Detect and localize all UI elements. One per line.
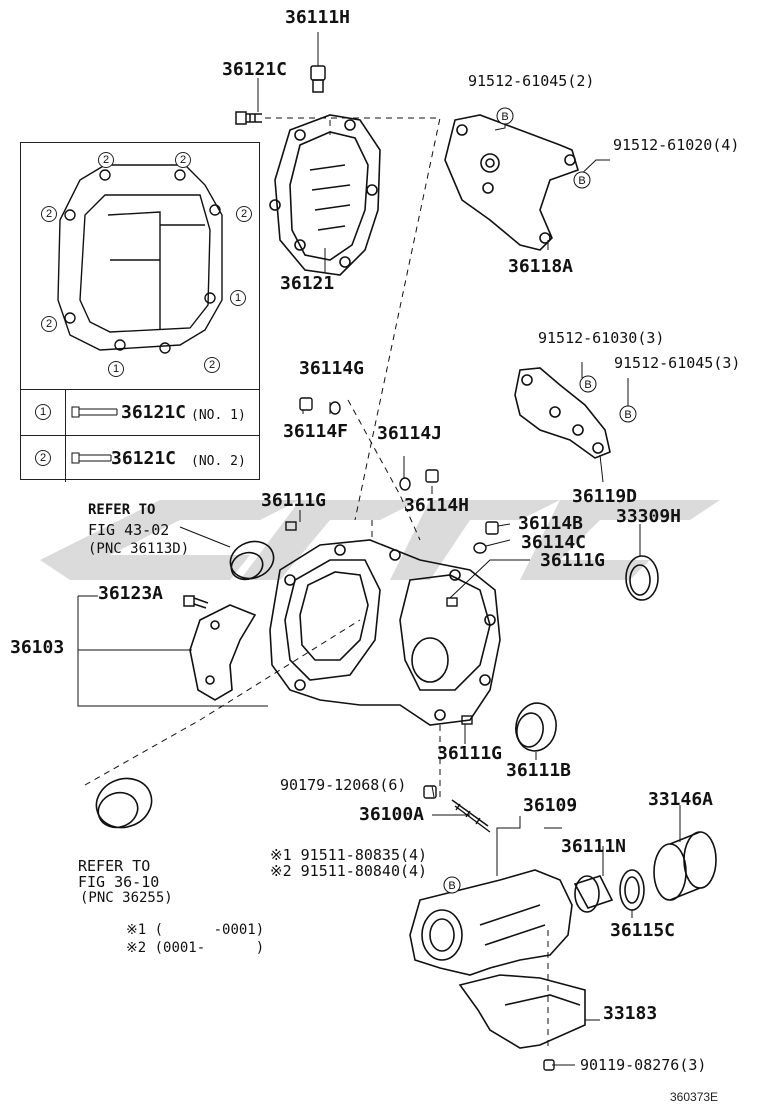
label-36111N: 36111N <box>561 836 627 857</box>
label-91512-61030-3: 91512-61030(3) <box>538 329 665 347</box>
inset-callout-1: 1 <box>108 361 124 377</box>
label-33146A: 33146A <box>648 789 714 810</box>
label-36111G-bottom: 36111G <box>437 743 503 764</box>
plug-36111H <box>310 65 326 93</box>
label-36115C: 36115C <box>610 920 676 941</box>
inset-callout-2: 2 <box>204 357 220 373</box>
cup-33146A <box>653 831 717 901</box>
inset-callout-2: 2 <box>236 206 252 222</box>
label-36118A: 36118A <box>508 256 574 277</box>
legend-row-1: 1 36121C (NO. 1) <box>21 389 259 436</box>
label-36114H: 36114H <box>404 495 470 516</box>
label-91512-61020-4: 91512-61020(4) <box>613 136 740 154</box>
bolt-no1-icon <box>71 406 118 418</box>
refer-43-02-line3: (PNC 36113D) <box>88 541 190 557</box>
refer-43-02-line2: FIG 43-02 <box>88 521 170 539</box>
refer-43-02-line1: REFER TO <box>88 502 156 518</box>
label-36114C: 36114C <box>521 532 587 553</box>
label-36121C: 36121C <box>222 59 288 80</box>
note-2: ※2 (0001- ) <box>126 940 265 956</box>
callout-b: B <box>501 111 508 123</box>
seal-refer-36-10 <box>95 777 153 829</box>
label-36103: 36103 <box>10 637 65 658</box>
inset-callout-2: 2 <box>41 316 57 332</box>
callout-b: B <box>578 175 585 187</box>
label-36114F: 36114F <box>283 421 349 442</box>
small-parts <box>285 397 555 1071</box>
leader-lines <box>77 32 681 1066</box>
label-36111G-right: 36111G <box>540 550 606 571</box>
label-36100A: 36100A <box>359 804 425 825</box>
label-36114J: 36114J <box>377 423 443 444</box>
inset-callout-2: 2 <box>41 206 57 222</box>
label-36111H: 36111H <box>285 7 351 28</box>
bracket-36119D <box>514 367 611 459</box>
legend-part-2: 36121C <box>111 448 177 469</box>
inset-callout-2: 2 <box>98 152 114 168</box>
label-36121: 36121 <box>280 273 335 294</box>
bolt-36123A <box>183 595 209 609</box>
figure-id: 360373E <box>670 1090 719 1104</box>
inset-panel: 2 2 2 2 1 2 1 2 1 36121C (NO. 1) 2 36121… <box>20 142 260 482</box>
label-36109: 36109 <box>523 795 578 816</box>
label-90119-08276: 90119-08276(3) <box>580 1056 707 1074</box>
bracket-36118A <box>444 114 579 251</box>
callout-b-letters: B B B B B <box>448 111 631 892</box>
legend-num-2: 2 <box>35 450 51 466</box>
shim-36103 <box>189 604 257 701</box>
case-36103 <box>269 539 501 726</box>
label-36119D: 36119D <box>572 486 638 507</box>
callout-b: B <box>584 379 591 391</box>
label-91511-80840: ※2 91511-80840(4) <box>270 862 428 880</box>
label-36114B: 36114B <box>518 513 584 534</box>
sleeve-36111N <box>573 875 614 913</box>
seal-refer-43-02 <box>229 540 275 581</box>
legend-row-2: 2 36121C (NO. 2) <box>21 435 259 482</box>
plate-33183 <box>458 974 586 1049</box>
callout-b: B <box>624 409 631 421</box>
bearing-36115C <box>619 869 645 911</box>
dashed-lines <box>84 117 549 1050</box>
label-33183: 33183 <box>603 1003 658 1024</box>
seal-33309H <box>625 555 659 601</box>
note-1: ※1 ( -0001) <box>126 922 265 938</box>
label-33309H: 33309H <box>616 506 682 527</box>
label-91511-80835: ※1 91511-80835(4) <box>270 846 428 864</box>
legend-sub-2: (NO. 2) <box>191 454 246 469</box>
legend-num-1: 1 <box>35 404 51 420</box>
legend-num-cell: 1 <box>21 390 66 436</box>
label-36114G: 36114G <box>299 358 365 379</box>
bolt-36121C <box>235 111 262 125</box>
label-36123A: 36123A <box>98 583 164 604</box>
label-91512-61045-3: 91512-61045(3) <box>614 354 741 372</box>
refer-36-10-line2: FIG 36-10 <box>78 873 160 891</box>
callout-b: B <box>448 880 455 892</box>
label-91512-61045-2: 91512-61045(2) <box>468 72 595 90</box>
inset-callout-2: 2 <box>175 152 191 168</box>
refer-36-10-line1: REFER TO <box>78 857 151 875</box>
seal-36111B <box>515 702 557 752</box>
housing-36109 <box>409 869 573 976</box>
label-36111G-top: 36111G <box>261 490 327 511</box>
bolt-no2-icon <box>71 452 112 464</box>
callout-b-circles <box>443 107 637 894</box>
label-36111B: 36111B <box>506 760 572 781</box>
legend-part-1: 36121C <box>121 402 187 423</box>
label-90179-12068: 90179-12068(6) <box>280 776 407 794</box>
legend-num-cell: 2 <box>21 436 66 482</box>
inset-callout-1: 1 <box>230 290 246 306</box>
legend-sub-1: (NO. 1) <box>191 408 246 423</box>
refer-36-10-line3: (PNC 36255) <box>80 890 173 906</box>
cover-36121 <box>269 114 381 276</box>
